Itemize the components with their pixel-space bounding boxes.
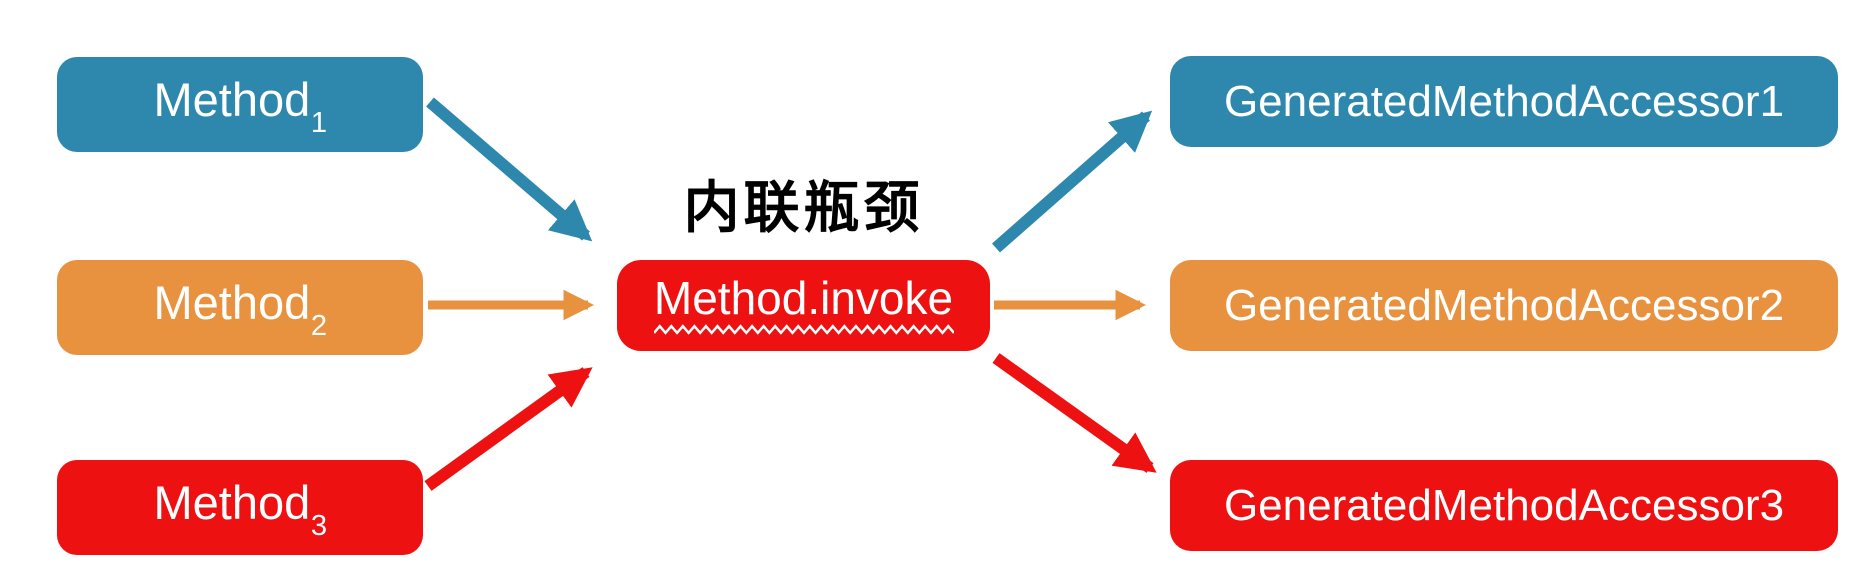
node-method-1-label: Method1	[153, 73, 328, 139]
node-generated-accessor-1-label: GeneratedMethodAccessor1	[1223, 76, 1785, 126]
bottleneck-label: 内联瓶颈	[683, 176, 924, 239]
squiggle-underline	[653, 324, 954, 335]
node-generated-accessor-3: GeneratedMethodAccessor3	[1170, 460, 1838, 551]
node-method-2-label: Method2	[153, 276, 328, 342]
node-generated-accessor-1: GeneratedMethodAccessor1	[1170, 56, 1838, 147]
node-generated-accessor-2: GeneratedMethodAccessor2	[1170, 260, 1838, 351]
arrow-invoke-to-accessor3	[992, 353, 1157, 473]
node-method-invoke-label: Method.invoke	[653, 272, 954, 324]
node-method-2: Method2	[57, 260, 423, 355]
node-method-1: Method1	[57, 57, 423, 152]
arrow-method1-to-invoke	[426, 97, 593, 242]
node-method-3: Method3	[57, 460, 423, 555]
subscript: 1	[310, 106, 328, 139]
subscript: 3	[310, 509, 328, 542]
arrow-invoke-to-accessor1	[992, 110, 1153, 253]
node-generated-accessor-2-label: GeneratedMethodAccessor2	[1223, 280, 1785, 330]
arrow-method3-to-invoke	[424, 367, 593, 491]
node-method-invoke: Method.invoke	[617, 260, 990, 351]
subscript: 2	[310, 309, 328, 342]
node-generated-accessor-3-label: GeneratedMethodAccessor3	[1223, 480, 1785, 530]
node-method-3-label: Method3	[153, 476, 328, 542]
